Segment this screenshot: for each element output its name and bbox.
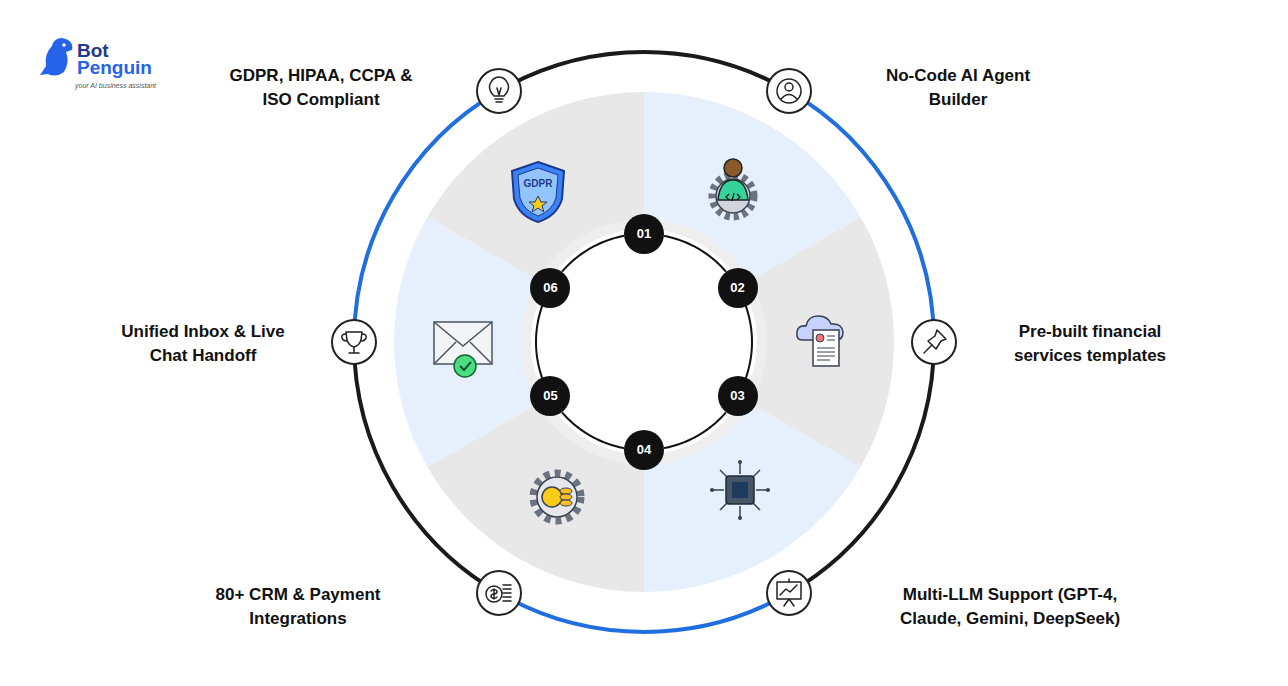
- pin-needle: [924, 345, 932, 353]
- ring-connector: [562, 412, 624, 448]
- bulb-icon: [490, 77, 509, 102]
- shield: [512, 162, 564, 222]
- feature-label: GDPR, HIPAA, CCPA & ISO Compliant: [214, 64, 429, 112]
- callout-number: 03: [730, 389, 744, 403]
- number-circle: 02: [718, 268, 758, 308]
- pin-icon: [924, 330, 946, 353]
- ring-arc: [789, 91, 934, 342]
- coin-stack: [560, 494, 572, 500]
- code-mark: [726, 193, 740, 201]
- developer-illustration: [712, 159, 754, 217]
- number-circle: 01: [624, 214, 664, 254]
- logo-word: Penguin: [77, 58, 152, 78]
- hub-circle: [526, 224, 762, 460]
- coins-icon: [486, 585, 511, 602]
- ring-arc: [499, 52, 789, 91]
- doc-chart: [816, 334, 824, 342]
- coin: [486, 586, 502, 602]
- ring-arc: [499, 593, 789, 632]
- chart-icon: [777, 579, 801, 606]
- chip: [726, 476, 754, 504]
- callout-number: 04: [637, 443, 651, 457]
- chip-core: [732, 482, 748, 498]
- person-frame: [777, 79, 801, 103]
- check-badge: [454, 355, 476, 377]
- callout-number: 05: [543, 389, 557, 403]
- coin-mark: [491, 589, 497, 599]
- arrow-tip: [738, 460, 742, 464]
- coin-stack: [503, 585, 511, 601]
- gear-teeth: [712, 175, 754, 217]
- doc-lines: [817, 336, 835, 360]
- callout-number: 01: [637, 227, 651, 241]
- feature-label: No-Code AI Agent Builder: [868, 64, 1048, 112]
- arrow-tip: [710, 488, 714, 492]
- gear: [537, 477, 577, 517]
- person-head: [724, 159, 742, 177]
- ring-connector: [664, 412, 726, 448]
- shield-star: [529, 196, 547, 212]
- shield-inner: [518, 168, 558, 216]
- shield-text: GDPR: [516, 178, 560, 190]
- shield-illustration: [512, 162, 564, 222]
- chip-illustration: [710, 460, 770, 520]
- person-body: [781, 95, 797, 100]
- gear-teeth: [533, 473, 581, 521]
- callout-number: 02: [730, 281, 744, 295]
- number-circle: 03: [718, 376, 758, 416]
- person-icon: [777, 79, 801, 103]
- person-head: [785, 83, 793, 91]
- feature-label: 80+ CRM & Payment Integrations: [196, 583, 401, 631]
- logo-tagline: your AI business assistant: [75, 81, 156, 90]
- coin: [542, 487, 562, 507]
- feature-label: Multi-LLM Support (GPT-4, Claude, Gemini…: [873, 583, 1148, 631]
- coin-stack: [560, 488, 572, 494]
- ring-connector: [536, 306, 542, 378]
- ring-connector: [562, 236, 624, 272]
- callout-number: 06: [543, 281, 557, 295]
- sectors: [394, 92, 894, 592]
- ring-arc: [789, 342, 934, 593]
- check-mark: [460, 362, 471, 370]
- gear: [716, 179, 750, 213]
- document: [813, 330, 839, 366]
- outer-icons: [332, 69, 956, 615]
- payment-illustration: [533, 473, 581, 521]
- trophy-base: [342, 334, 366, 353]
- inbox-illustration: [434, 322, 492, 377]
- icon-circle: [767, 571, 811, 615]
- penguin-shape: [40, 38, 72, 76]
- feature-label: Pre-built financial services templates: [995, 320, 1185, 368]
- arrow-tip: [766, 488, 770, 492]
- outer-ring: [354, 52, 934, 632]
- feature-label: Unified Inbox & Live Chat Handoff: [106, 320, 301, 368]
- ring-arc: [354, 91, 499, 342]
- icon-circle: [912, 320, 956, 364]
- trophy-icon: [342, 332, 366, 353]
- person-body: [718, 180, 748, 200]
- ring-connector: [746, 306, 752, 378]
- arrow-tip: [738, 516, 742, 520]
- icon-circle: [477, 571, 521, 615]
- trophy-cup: [346, 332, 362, 347]
- bulb-base: [495, 88, 503, 102]
- ring-connector: [664, 236, 726, 272]
- ring-arc: [354, 342, 499, 593]
- icon-circle: [477, 69, 521, 113]
- number-circle: 04: [624, 430, 664, 470]
- chip-arrows: [712, 462, 768, 518]
- icon-circle: [767, 69, 811, 113]
- icon-circle: [332, 320, 376, 364]
- penguin-eye: [62, 43, 66, 47]
- logo-mark: [40, 38, 72, 76]
- chart-line: [780, 579, 797, 606]
- coin-stack: [560, 500, 572, 506]
- template-illustration: [797, 316, 843, 366]
